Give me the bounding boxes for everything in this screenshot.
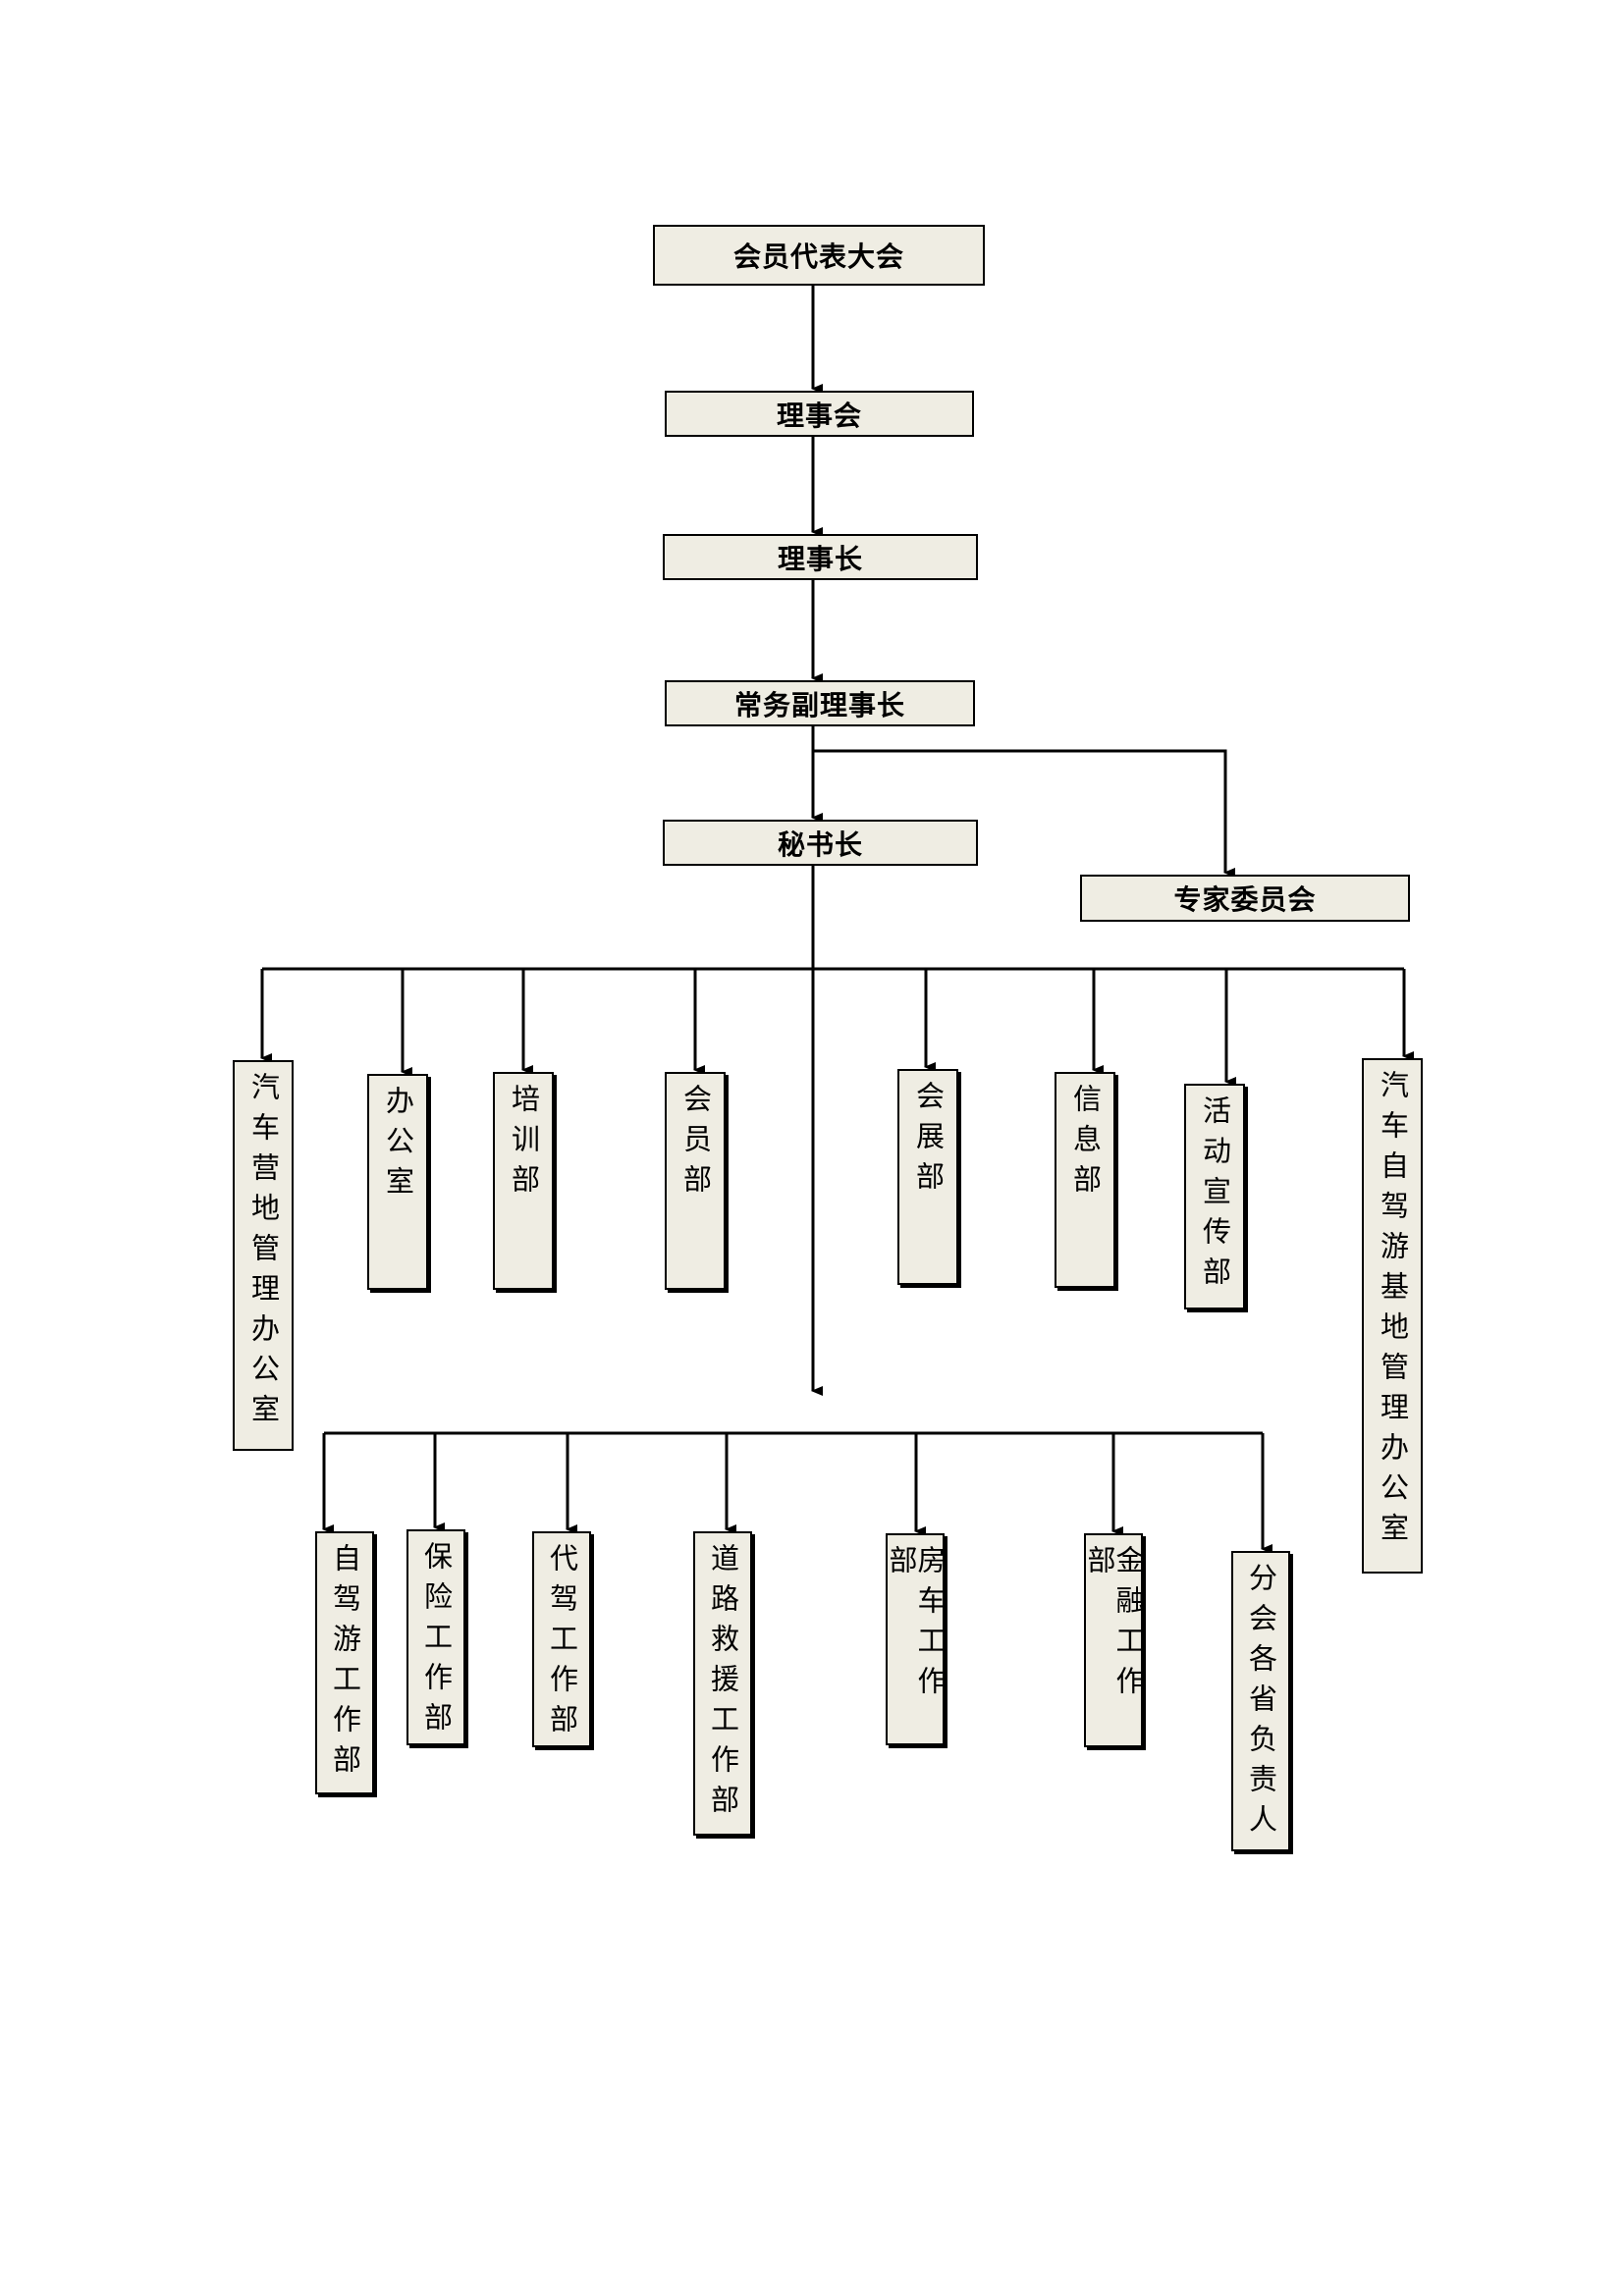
dept-insurance: 保险工作部: [406, 1529, 465, 1745]
dept-training: 培训部: [493, 1072, 554, 1290]
dept-rv: 房车工作部: [885, 1533, 947, 1745]
dept-information: 信息部: [1055, 1072, 1115, 1288]
dept-office: 办公室: [367, 1074, 428, 1290]
node-chairman: 理事长: [663, 534, 978, 580]
arrow-vice-to-expert: [813, 749, 1235, 878]
dept-provincial-branch-heads: 分会各省负责人: [1231, 1551, 1290, 1851]
dept-designated-driving: 代驾工作部: [532, 1531, 591, 1747]
dept-activity-promotion: 活动宣传部: [1184, 1084, 1245, 1309]
dept-road-rescue: 道路救援工作部: [693, 1531, 752, 1836]
dept-self-drive-base-office: 汽车自驾游基地管理办公室: [1362, 1058, 1423, 1574]
node-general-assembly: 会员代表大会: [653, 225, 985, 286]
dept-membership: 会员部: [665, 1072, 726, 1290]
node-expert-committee: 专家委员会: [1080, 875, 1410, 922]
dept-camp-management-office: 汽车营地管理办公室: [233, 1060, 294, 1451]
dept-finance: 金融工作部: [1083, 1533, 1145, 1747]
node-council: 理事会: [665, 391, 974, 437]
dept-exhibition: 会展部: [897, 1069, 958, 1285]
dept-self-drive: 自驾游工作部: [315, 1531, 374, 1794]
node-secretary-general: 秘书长: [663, 820, 978, 866]
node-executive-vice-chairman: 常务副理事长: [665, 680, 975, 726]
